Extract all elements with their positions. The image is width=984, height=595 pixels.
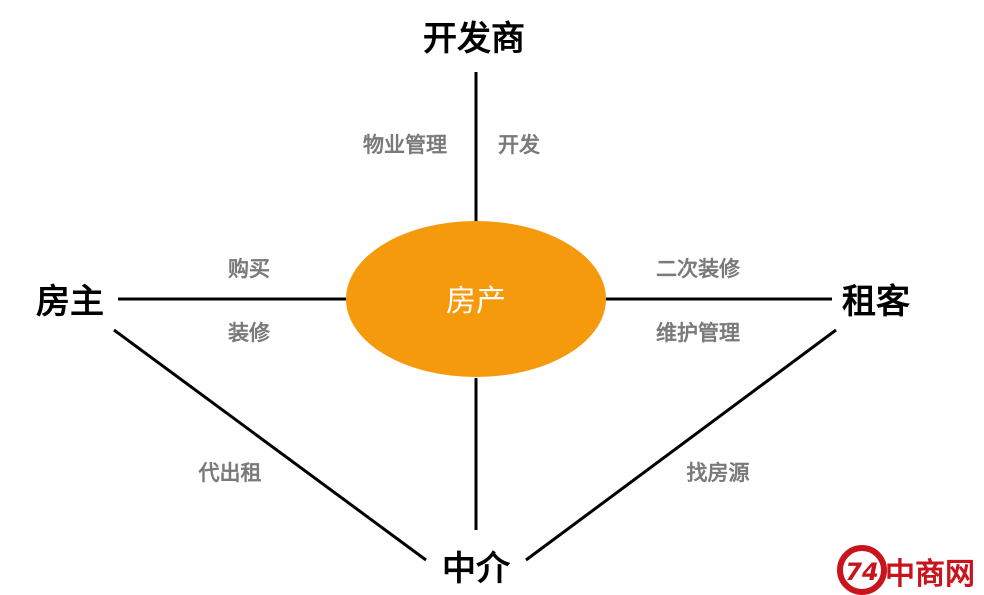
line-owner-agency xyxy=(113,328,427,562)
label-develop: 开发 xyxy=(498,133,541,157)
label-purchase: 购买 xyxy=(228,257,270,281)
label-decorate: 装修 xyxy=(228,321,271,345)
watermark-logo: 74 中商网 xyxy=(837,545,975,595)
node-owner: 房主 xyxy=(36,282,104,322)
watermark-text: 中商网 xyxy=(885,557,975,592)
watermark-badge-number: 74 xyxy=(845,558,878,586)
line-tenant-agency xyxy=(525,328,837,562)
node-tenant: 租客 xyxy=(842,282,910,322)
label-rent-out-on-behalf: 代出租 xyxy=(198,461,262,485)
node-developer: 开发商 xyxy=(423,19,525,59)
label-property-management-developer: 物业管理 xyxy=(363,133,447,157)
center-property-ellipse xyxy=(346,221,606,377)
watermark-badge-icon xyxy=(837,545,887,595)
node-agency: 中介 xyxy=(442,549,511,589)
label-find-housing: 找房源 xyxy=(687,461,750,485)
label-maintenance-management: 维护管理 xyxy=(656,321,740,345)
center-property-label: 房产 xyxy=(446,284,506,319)
label-second-decoration: 二次装修 xyxy=(656,257,741,281)
